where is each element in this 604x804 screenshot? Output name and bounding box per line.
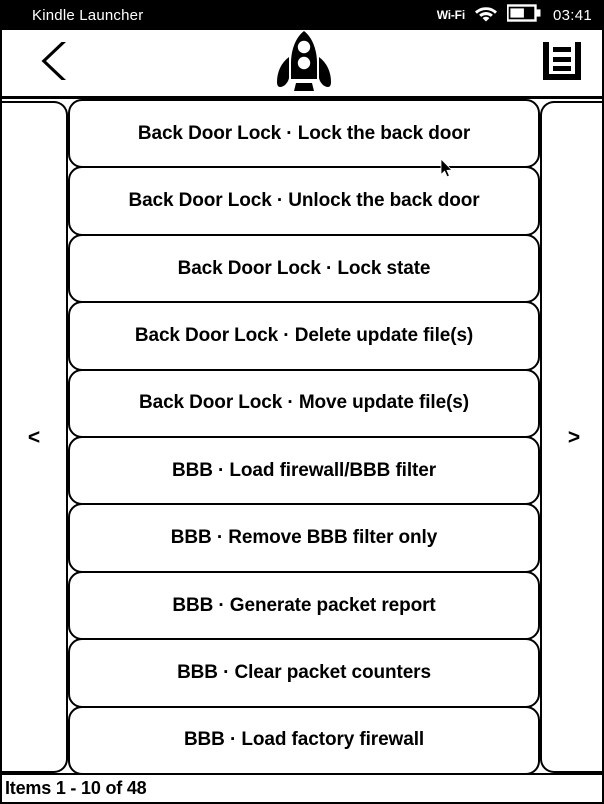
previous-page-button[interactable]: < [2,101,68,773]
list-item-label: BBB · Clear packet counters [177,661,431,683]
list-item-label: BBB · Remove BBB filter only [170,527,438,549]
list-item-label: BBB · Load factory firewall [183,729,425,751]
list-menu-icon [541,40,583,87]
list-item[interactable]: Back Door Lock · Unlock the back door [68,166,540,236]
launcher-item-list: Back Door Lock · Lock the back door Back… [68,99,540,776]
list-item[interactable]: Back Door Lock · Lock the back door [68,99,540,169]
app-toolbar [2,30,602,99]
list-item-label: Back Door Lock · Delete update file(s) [134,324,474,346]
wifi-full-icon [474,4,498,27]
list-item-label: Back Door Lock · Unlock the back door [128,190,480,212]
list-item[interactable]: BBB · Clear packet counters [68,638,540,708]
list-item[interactable]: Back Door Lock · Delete update file(s) [68,301,540,371]
launcher-content: < Back Door Lock · Lock the back door Ba… [2,99,602,776]
list-item-label: Back Door Lock · Lock state [177,257,431,279]
footer-status-bar: Items 1 - 10 of 48 [2,773,602,802]
list-item-label: BBB · Load firewall/BBB filter [171,459,437,481]
back-button[interactable] [30,38,80,88]
status-bar-indicators: Wi-Fi 03:41 [436,3,592,27]
list-item[interactable]: Back Door Lock · Move update file(s) [68,368,540,439]
status-bar-clock: 03:41 [552,6,592,24]
wifi-label: Wi-Fi [436,8,465,22]
rocket-icon [272,30,336,97]
list-item[interactable]: BBB · Generate packet report [68,570,540,641]
list-item[interactable]: BBB · Load factory firewall [68,705,540,776]
list-item-label: BBB · Generate packet report [172,594,436,616]
chevron-left-page-icon: < [27,425,41,449]
menu-button[interactable] [538,39,586,87]
battery-half-icon [506,3,541,27]
system-status-bar: Kindle Launcher Wi-Fi 03:41 [2,0,602,30]
status-bar-title: Kindle Launcher [32,6,144,24]
items-count-label: Items 1 - 10 of 48 [5,778,147,798]
next-page-button[interactable]: > [540,101,602,773]
list-item[interactable]: BBB · Remove BBB filter only [68,503,540,573]
chevron-left-icon [38,39,72,88]
app-logo [272,30,336,97]
list-item[interactable]: BBB · Load firewall/BBB filter [68,436,540,506]
list-item-label: Back Door Lock · Lock the back door [137,122,471,144]
list-item[interactable]: Back Door Lock · Lock state [68,233,540,304]
chevron-right-page-icon: > [567,425,581,449]
list-item-label: Back Door Lock · Move update file(s) [138,392,469,414]
